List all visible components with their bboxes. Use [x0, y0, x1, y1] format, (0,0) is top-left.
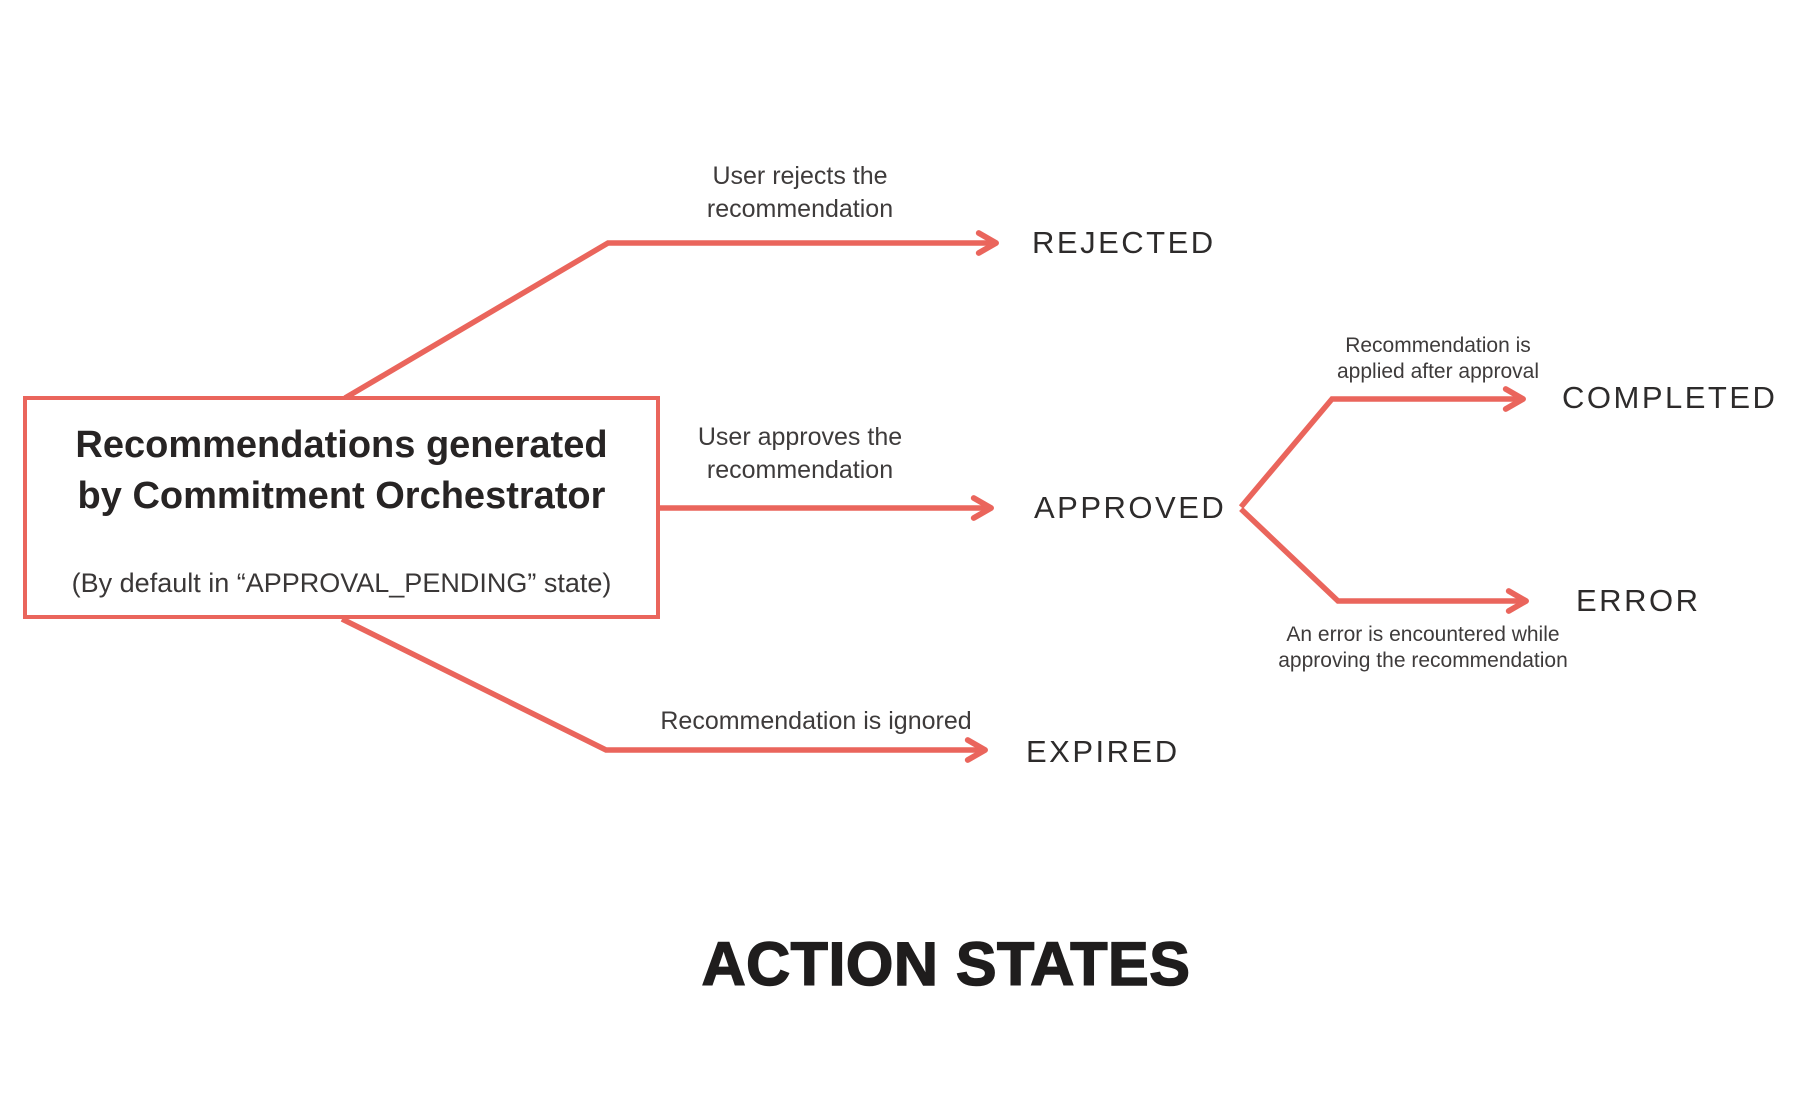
- edge-label-applied: Recommendation is applied after approval: [1337, 334, 1539, 383]
- edge-to-error: [1239, 507, 1529, 614]
- edge-label-error-encountered: An error is encountered while approving …: [1278, 623, 1568, 672]
- state-expired: EXPIRED: [1026, 734, 1180, 769]
- edge-label-approves: User approves the recommendation: [697, 423, 903, 484]
- source-state-subheading: (By default in “APPROVAL_PENDING” state): [71, 568, 612, 598]
- state-rejected: REJECTED: [1032, 225, 1216, 260]
- edge-label-ignored: Recommendation is ignored: [660, 707, 972, 735]
- page-title: ACTION STATES: [701, 929, 1191, 999]
- state-error: ERROR: [1576, 583, 1701, 618]
- state-approved: APPROVED: [1034, 490, 1227, 525]
- edge-label-rejects: User rejects the recommendation: [706, 162, 894, 223]
- source-state-box: Recommendations generated by Commitment …: [23, 396, 660, 619]
- edge-to-completed: [1238, 386, 1526, 509]
- state-completed: COMPLETED: [1562, 380, 1778, 415]
- edge-to-expired: [340, 616, 988, 763]
- edge-to-rejected: [343, 230, 999, 401]
- source-state-heading: Recommendations generated by Commitment …: [75, 424, 608, 517]
